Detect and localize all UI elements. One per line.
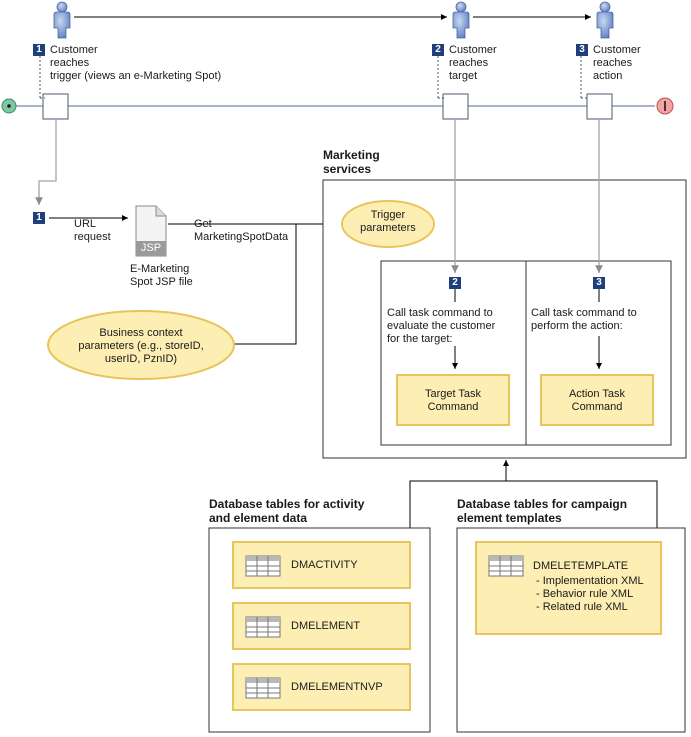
url-request-line-2: request (74, 231, 111, 243)
task-badge-2: 2 (449, 277, 461, 289)
jsp-file-caption: E-Marketing Spot JSP file (130, 263, 210, 289)
marketing-services-title-line-2: services (323, 162, 372, 176)
business-context-line-2: parameters (e.g., storeID, (78, 340, 204, 352)
step-3-label: Customer reaches action (593, 44, 673, 83)
trigger-parameters-text: Trigger parameters (345, 209, 431, 235)
table-icon-dmelement (245, 616, 281, 638)
jsp-file-icon (135, 205, 167, 257)
step-1-line-1: Customer (50, 44, 98, 56)
step-2-line-1: Customer (449, 44, 497, 56)
business-context-line-3: userID, PznID) (104, 353, 178, 365)
jsp-file-label: JSP (140, 242, 162, 254)
trigger-to-request-connector (35, 119, 57, 205)
target-task-command-line-2: Command (427, 401, 479, 413)
task-badge-3: 3 (593, 277, 605, 289)
table-icon-dmeletemplate (488, 555, 524, 577)
task-2-desc-line-3: for the target: (387, 333, 453, 345)
db-table-label-dmactivity: DMACTIVITY (291, 559, 358, 571)
step-3-line-2: reaches (593, 57, 633, 69)
target-step-box (442, 93, 469, 120)
step-2-label: Customer reaches target (449, 44, 529, 83)
step-badge-3: 3 (576, 44, 588, 56)
activity-db-title-line-2: and element data (209, 511, 308, 525)
url-request-line-1: URL (74, 218, 97, 230)
person-icon-2 (452, 1, 470, 39)
trigger-parameters-line-1: Trigger (370, 209, 406, 221)
db-table-label-dmelementnvp: DMELEMENTNVP (291, 681, 383, 693)
template-details-list: - Implementation XML - Behavior rule XML… (536, 575, 658, 614)
template-detail-3: - Related rule XML (536, 601, 628, 613)
trigger-parameters-line-2: parameters (360, 222, 416, 234)
action-task-command-label: Action Task Command (541, 388, 653, 414)
target-task-command-box (396, 374, 510, 426)
get-data-line-1: Get (194, 218, 212, 230)
template-detail-2: - Behavior rule XML (536, 588, 634, 600)
activity-db-title: Database tables for activity and element… (209, 497, 439, 525)
step-2-line-2: reaches (449, 57, 489, 69)
jsp-file-caption-line-2: Spot JSP file (130, 276, 193, 288)
step-1-line-2: reaches (50, 57, 90, 69)
db-connector (409, 480, 658, 528)
db-table-label-dmelement: DMELEMENT (291, 620, 361, 632)
step-badge-2: 2 (432, 44, 444, 56)
activity-db-title-line-1: Database tables for activity (209, 497, 365, 511)
step-3-line-3: action (593, 70, 623, 82)
trigger-step-box (42, 93, 69, 120)
template-detail-1: - Implementation XML (536, 575, 644, 587)
template-db-title: Database tables for campaign element tem… (457, 497, 687, 525)
target-task-command-label: Target Task Command (397, 388, 509, 414)
action-task-command-line-2: Command (571, 401, 623, 413)
get-data-line-2: MarketingSpotData (194, 231, 289, 243)
db-table-box-dmelementnvp (232, 663, 411, 711)
step-1-line-3: trigger (views an e-Marketing Spot) (50, 70, 222, 82)
table-icon-dmactivity (245, 555, 281, 577)
template-db-title-line-1: Database tables for campaign (457, 497, 628, 511)
table-icon-dmelementnvp (245, 677, 281, 699)
business-context-connector (234, 224, 297, 345)
jsp-file-caption-line-1: E-Marketing (130, 263, 190, 275)
person-icon-3 (596, 1, 614, 39)
trigger-parameters-ellipse (341, 200, 435, 248)
business-context-text: Business context parameters (e.g., store… (52, 327, 230, 366)
task-2-desc-line-1: Call task command to (387, 307, 493, 319)
business-context-ellipse (47, 310, 235, 380)
person-icon-1 (53, 1, 71, 39)
marketing-services-title-line-1: Marketing (323, 148, 380, 162)
action-step-box (586, 93, 613, 120)
task-2-desc-line-2: evaluate the customer (387, 320, 496, 332)
action-task-command-line-1: Action Task (568, 388, 626, 400)
db-table-label-dmeletemplate: DMELETEMPLATE (533, 560, 629, 572)
step-3-line-1: Customer (593, 44, 641, 56)
action-task-command-box (540, 374, 654, 426)
template-db-title-line-2: element templates (457, 511, 562, 525)
step-badge-1: 1 (33, 44, 45, 56)
task-2-description: Call task command to evaluate the custom… (387, 307, 522, 346)
task-3-description: Call task command to perform the action: (531, 307, 666, 333)
task-3-desc-line-2: perform the action: (531, 320, 623, 332)
step-2-line-3: target (449, 70, 478, 82)
url-request-label: URL request (74, 218, 124, 244)
step-1-label: Customer reaches trigger (views an e-Mar… (50, 44, 290, 83)
request-badge-1: 1 (33, 212, 45, 224)
marketing-services-title: Marketing services (323, 148, 443, 176)
target-task-command-line-1: Target Task (424, 388, 482, 400)
get-data-label: Get MarketingSpotData (194, 218, 304, 244)
task-3-desc-line-1: Call task command to (531, 307, 637, 319)
business-context-line-1: Business context (99, 327, 183, 339)
start-node-dot (7, 104, 11, 108)
